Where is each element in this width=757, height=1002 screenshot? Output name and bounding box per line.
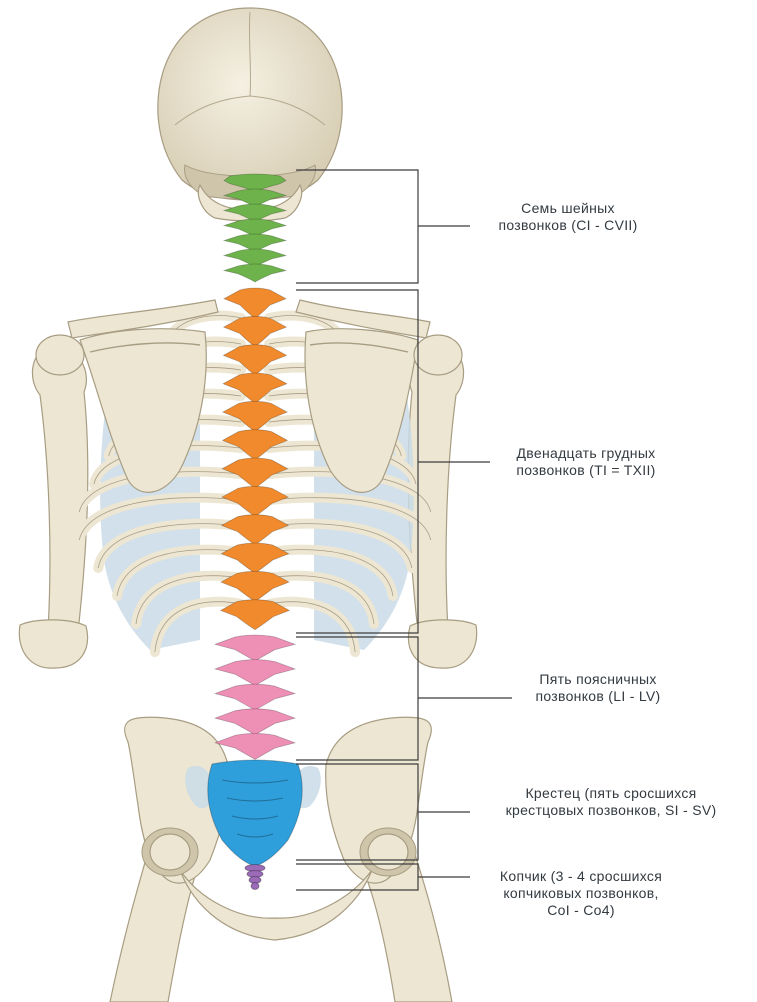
lumbar-vertebra-1: [213, 634, 297, 662]
thoracic-vertebra-7: [221, 457, 289, 489]
left-scapula: [79, 328, 207, 493]
cervical-vertebra-3: [222, 203, 288, 223]
rib-outline-right-12: [268, 601, 356, 653]
lumbar-vertebra-5: [213, 733, 297, 760]
label-thoracic-line1: Двенадцать грудных: [516, 445, 656, 461]
thoracic-vertebra-9: [220, 514, 290, 546]
left-shoulder-head: [35, 334, 85, 376]
rib-outline-right-9: [268, 523, 413, 569]
rib-outline-left-10: [116, 549, 242, 597]
rib-outline-left-12: [154, 601, 242, 653]
left-scapula-spine: [89, 342, 201, 353]
label-thoracic: Двенадцать грудных позвонков (TI = TXII): [486, 445, 686, 479]
left-clavicle: [67, 299, 219, 339]
bracket-cervical: [296, 169, 419, 284]
sagittal-suture: [248, 11, 252, 97]
rib-outline-right-10: [268, 549, 394, 597]
region-brackets: [296, 169, 512, 891]
label-cervical: Семь шейных позвонков (CI - CVII): [468, 200, 668, 234]
right-scapula: [304, 328, 419, 493]
label-sacrum-line2: крестцовых позвонков, SI - SV): [505, 802, 717, 818]
label-sacrum-line1: Крестец (пять сросшихся: [525, 785, 697, 801]
lumbar-vertebra-2: [213, 659, 297, 687]
right-femur-head: [367, 833, 409, 871]
right-clavicle: [295, 299, 431, 339]
cervical-vertebra-4: [222, 218, 288, 238]
coccygeal-vertebra-4: [250, 882, 260, 890]
lumbar-vertebra-3: [213, 683, 297, 711]
right-femur: [359, 844, 453, 1002]
shoulder-girdle: [35, 299, 463, 493]
right-scapula-spine: [309, 342, 409, 353]
rib-outline-right-11: [268, 575, 375, 625]
label-coccyx: Копчик (3 - 4 сросшихся копчиковых позво…: [466, 868, 696, 919]
pelvic-floor: [179, 869, 373, 941]
thoracic-vertebra-1: [223, 287, 287, 319]
cervical-vertebra-6: [222, 248, 288, 268]
label-lumbar: Пять поясничных позвонков (LI - LV): [498, 671, 698, 705]
label-lumbar-line1: Пять поясничных: [539, 671, 657, 687]
left-elbow: [18, 619, 88, 669]
thoracic-vertebra-4: [222, 372, 288, 404]
sacral-fusion-line-3: [231, 815, 279, 820]
lumbar-vertebra-4: [213, 708, 297, 736]
thoracic-vertebra-5: [221, 400, 289, 432]
arms: [18, 344, 478, 669]
label-coccyx-line2: копчиковых позвонков,: [503, 885, 659, 901]
label-cervical-line1: Семь шейных: [521, 200, 615, 216]
rib-outline-right-8: [268, 497, 432, 541]
sacral-fusion-line-2: [226, 797, 284, 802]
thoracic-vertebra-2: [222, 315, 288, 347]
rib-outline-left-8: [78, 497, 242, 541]
label-sacrum: Крестец (пять сросшихся крестцовых позво…: [466, 785, 756, 819]
sacral-fusion-line-1: [221, 779, 289, 784]
cervical-vertebra-7: [222, 263, 288, 283]
label-coccyx-line1: Копчик (3 - 4 сросшихся: [499, 868, 663, 884]
rib-outline-left-11: [135, 575, 242, 625]
label-thoracic-line2: позвонков (TI = TXII): [516, 462, 656, 478]
cervical-vertebra-1: [223, 173, 287, 193]
sacrum: [207, 759, 303, 867]
label-lumbar-line2: позвонков (LI - LV): [535, 688, 661, 704]
label-cervical-line2: позвонков (CI - CVII): [498, 217, 638, 233]
cervical-vertebra-2: [222, 188, 288, 208]
left-humerus: [31, 344, 89, 633]
thoracic-vertebra-11: [220, 570, 290, 602]
left-femur-head: [149, 833, 191, 871]
right-shoulder-head: [413, 334, 463, 376]
rib-outline-left-9: [97, 523, 242, 569]
left-sacroiliac-cartilage: [185, 766, 214, 809]
thoracic-vertebra-3: [222, 344, 288, 376]
sacral-fusion-line-4: [236, 833, 274, 838]
thoracic-vertebra-12: [219, 599, 291, 631]
label-coccyx-line3: CoI - Co4): [547, 902, 615, 918]
spine: [207, 173, 303, 890]
thoracic-vertebra-8: [220, 485, 290, 517]
thoracic-vertebra-6: [221, 429, 289, 461]
right-elbow: [408, 619, 478, 669]
cervical-vertebra-5: [222, 233, 288, 253]
thoracic-vertebra-10: [220, 542, 290, 574]
